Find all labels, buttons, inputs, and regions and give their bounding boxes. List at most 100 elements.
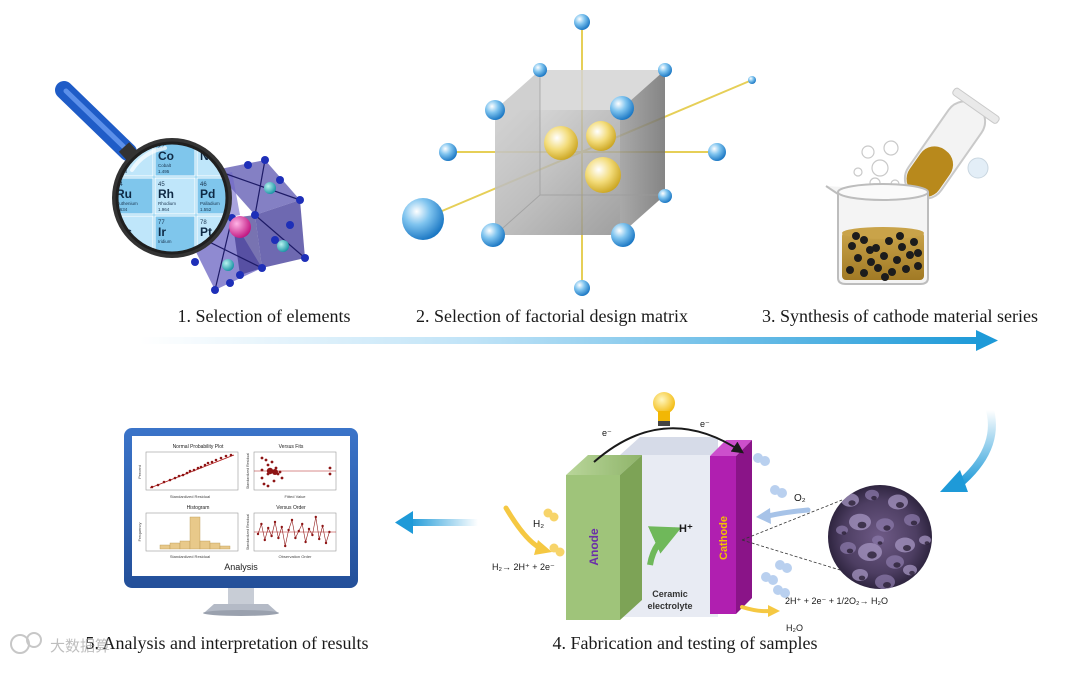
probability-point [224,454,228,458]
probability-point [199,465,203,469]
order-point [270,534,273,538]
particle [888,268,896,276]
plot-3-ylabel: Frequency [137,523,142,542]
oxygen-atom [777,488,787,498]
probability-point [210,460,214,464]
fit-point [272,469,278,475]
probability-point [150,485,154,489]
fit-point [260,476,264,480]
plot-2-title: Versus Fits [279,444,304,450]
pore [858,575,866,581]
oxygen-atom [782,563,792,573]
element-mass: 2.634 [116,207,128,212]
test-tube [903,87,1000,200]
element-tile [154,215,196,253]
fit-point [270,460,274,464]
fit-point [274,466,278,470]
pore [910,520,918,526]
probability-point [229,453,233,457]
h2o-label: H₂O [786,623,803,633]
cathode-reaction: 2H⁺ + 2e⁻ + 1/2O₂→ H₂O [785,596,888,606]
histogram-bar [199,540,211,550]
particle [893,256,901,264]
oxygen-atom [768,575,778,585]
particle [860,236,868,244]
pore [857,521,867,529]
element-symbol: Rh [158,187,174,201]
histogram-bar [159,544,171,550]
element-number: 46 [200,182,207,188]
fit-point [262,482,266,486]
order-point [301,522,304,526]
element-name: Ruthenium [116,201,138,206]
plot-3-title: Histogram [187,505,210,511]
hydrogen-atom [555,547,565,557]
plot-4-ylabel: Standardized Residual [246,514,250,550]
pore [871,495,877,501]
probability-point [168,478,172,482]
particle [902,265,910,273]
pore [924,541,930,545]
order-point [318,537,321,541]
pore [909,570,915,576]
plot-4-xlabel: Observation Order [279,554,313,559]
hydrogen-atom [549,512,559,522]
probability-point [173,476,177,480]
particle [866,246,874,254]
beaker-synthesis [825,87,1000,285]
pore [896,502,904,508]
element-symbol: Ru [116,187,132,201]
step-2-caption: 2. Selection of factorial design matrix [416,306,688,326]
anode-label: Anode [587,528,601,566]
order-point [294,536,297,540]
pore [903,545,911,551]
pore [877,541,883,545]
element-symbol: Pd [200,187,215,201]
particle [906,251,914,259]
order-point [297,529,300,533]
probability-point [156,483,160,487]
probability-point [192,468,196,472]
step-1-caption: 1. Selection of elements [178,306,351,326]
particle [885,237,893,245]
pore [848,500,856,506]
order-point [307,527,311,531]
fit-point [260,468,264,472]
factorial-design-cube [402,14,756,296]
histogram-bar [179,540,191,550]
watermark-text: 大数据算 [50,637,110,655]
electrolyte-label-line-1: Ceramic [652,589,688,599]
cathode-microstructure [828,485,932,589]
probability-point [185,471,189,475]
fit-point [266,484,270,488]
fit-point [278,470,282,474]
electrolyte-label-line-2: electrolyte [647,601,692,611]
electron-label-left: e⁻ [602,428,612,438]
element-tile [196,177,227,215]
plot-2-xlabel: Fitted Value [284,494,306,499]
probability-point [196,466,200,470]
fit-point [266,467,274,475]
h2-label: H₂ [533,519,544,530]
particle [867,258,875,266]
pore [883,582,891,588]
anode-reaction: H₂→ 2H⁺ + 2e⁻ [492,562,555,572]
particle [898,243,906,251]
probability-point [162,480,166,484]
particle [914,262,922,270]
histogram-bar [219,545,231,550]
monitor-caption: Analysis [224,562,258,572]
fit-point [328,472,332,476]
watermark: 大数据算 [10,632,110,655]
flow-arrow-left [395,511,478,534]
particle [860,269,868,277]
electron-label-right: e⁻ [700,419,710,429]
order-point [273,520,277,524]
analysis-monitor: Normal Probability Plot Standardized Res… [124,428,358,616]
particle [910,238,918,246]
probability-point [206,461,210,465]
probability-point [181,473,185,477]
element-number: 77 [158,220,165,226]
pore [883,525,891,531]
